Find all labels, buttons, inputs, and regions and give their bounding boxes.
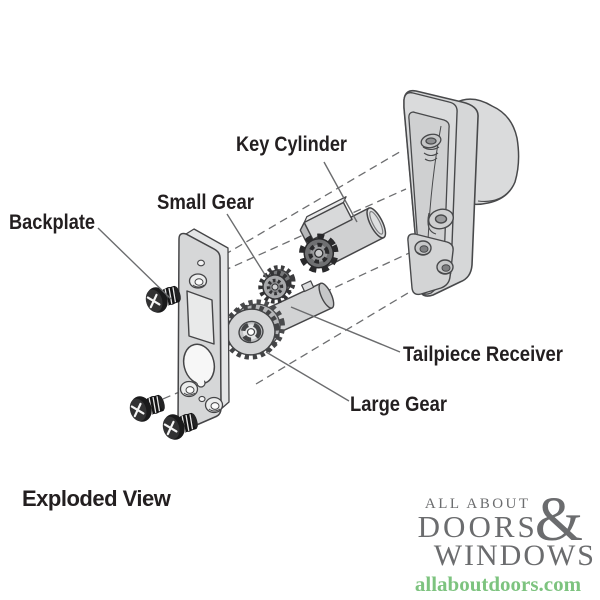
key-cylinder-part bbox=[299, 196, 387, 274]
label-small-gear: Small Gear bbox=[157, 191, 254, 214]
center-boss bbox=[427, 208, 454, 235]
logo-ampersand: & bbox=[534, 486, 583, 555]
backplate-part bbox=[177, 228, 230, 432]
screw-boss-block bbox=[407, 233, 454, 296]
small-gear-part bbox=[258, 265, 296, 304]
logo-website-link[interactable]: allaboutdoors.com bbox=[414, 572, 582, 596]
lock-housing bbox=[403, 89, 520, 297]
threaded-post bbox=[420, 133, 442, 162]
screw-bottom-left bbox=[125, 388, 169, 426]
label-backplate: Backplate bbox=[9, 211, 95, 234]
label-key-cylinder: Key Cylinder bbox=[236, 133, 347, 156]
part-labels: Backplate Small Gear Key Cylinder Tailpi… bbox=[9, 133, 563, 416]
label-tailpiece-receiver: Tailpiece Receiver bbox=[403, 343, 563, 366]
logo-doors: DOORS bbox=[417, 508, 538, 544]
screw-top bbox=[141, 279, 185, 317]
logo-windows: WINDOWS bbox=[433, 539, 596, 572]
diagram-caption: Exploded View bbox=[22, 486, 171, 511]
cylinder-tailpiece-cap bbox=[299, 233, 339, 274]
brand-logo: ALL ABOUT DOORS & WINDOWS allaboutdoors.… bbox=[400, 486, 596, 596]
label-large-gear: Large Gear bbox=[350, 393, 447, 416]
logo-all-about: ALL ABOUT bbox=[424, 495, 531, 512]
label-pointer-lines bbox=[97, 161, 401, 402]
logo-left-block: ALL ABOUT DOORS bbox=[417, 495, 538, 544]
logo-top-row: ALL ABOUT DOORS & bbox=[400, 486, 583, 555]
large-gear-part bbox=[222, 299, 286, 360]
